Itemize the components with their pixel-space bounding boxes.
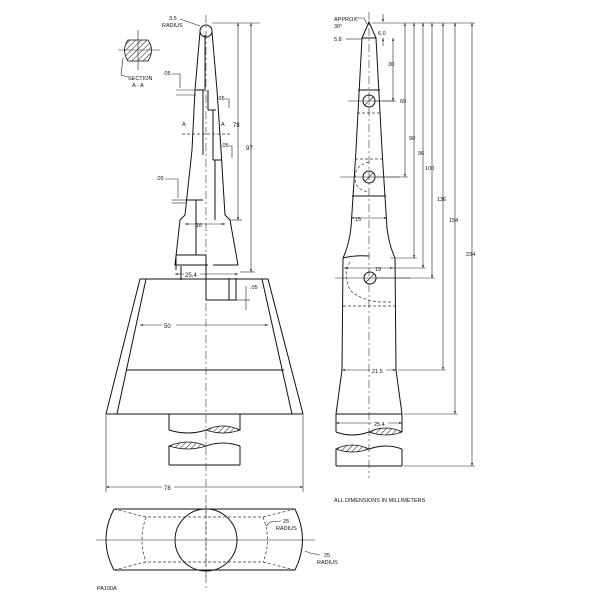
dim-25-4-width: 25.4 (185, 273, 197, 279)
drawing-id-label: PA100A (97, 586, 117, 592)
outer-radius-word: RADIUS (317, 560, 338, 566)
handle-body (105, 278, 304, 415)
dim-30: 30 (388, 62, 394, 68)
dim-21-5-width: 21.5 (372, 369, 383, 375)
units-note: ALL DIMENSIONS IN MILLIMETERS (334, 498, 426, 504)
dim-50-width: 50 (164, 324, 171, 330)
dim-96: 96 (418, 151, 424, 157)
approx-label: APPROX. (334, 17, 359, 23)
dim-78-height: 78 (233, 123, 240, 129)
dim-154: 154 (449, 218, 458, 224)
section-mark-left: A (182, 122, 186, 128)
tip-radius-word: RADIUS (162, 23, 183, 29)
dim-15-width: 15 (355, 217, 361, 223)
step-dim-3: .05 (221, 143, 229, 149)
dim-100: 100 (425, 166, 434, 172)
section-label-line1: SECTION (128, 76, 152, 82)
dim-136: 136 (437, 197, 446, 203)
dim-78-width: 78 (164, 486, 171, 492)
front-view: 3.5 RADIUS .05 .05 .05 .05 (105, 15, 304, 590)
bottom-outline (105, 508, 303, 571)
tip-width-label: 5.8 (334, 37, 342, 43)
section-mark-right: A (221, 122, 225, 128)
dim-19-width: 19 (375, 267, 381, 273)
step-dim-5: .05 (250, 285, 258, 291)
bottom-view: 78 25 RADIUS 25 RADIUS PA100A (96, 415, 338, 592)
inner-radius-value: 25 (283, 519, 289, 525)
step-dim-1: .05 (163, 71, 171, 77)
section-a-a-detail: SECTION A - A (118, 30, 160, 89)
tip-radius-value: 3.5 (169, 16, 177, 22)
step-dim-4: .05 (156, 176, 164, 182)
dim-60: 60 (400, 99, 406, 105)
section-label-line2: A - A (132, 83, 144, 89)
outer-radius-value: 25 (324, 553, 330, 559)
dim-25-4-side-width: 25.4 (374, 422, 385, 428)
dim-234: 234 (466, 252, 475, 258)
dim-16-width: 16 (196, 223, 202, 229)
dim-90: 90 (409, 136, 415, 142)
angle-label: 30° (334, 24, 342, 30)
dim-97-height: 97 (246, 146, 253, 152)
side-view: APPROX. 30° 5.8 6.0 30 60 90 96 100 136 … (334, 12, 475, 504)
inner-radius-word: RADIUS (276, 526, 297, 532)
step-dim-2: .05 (217, 96, 225, 102)
dim-6-0: 6.0 (378, 31, 386, 37)
